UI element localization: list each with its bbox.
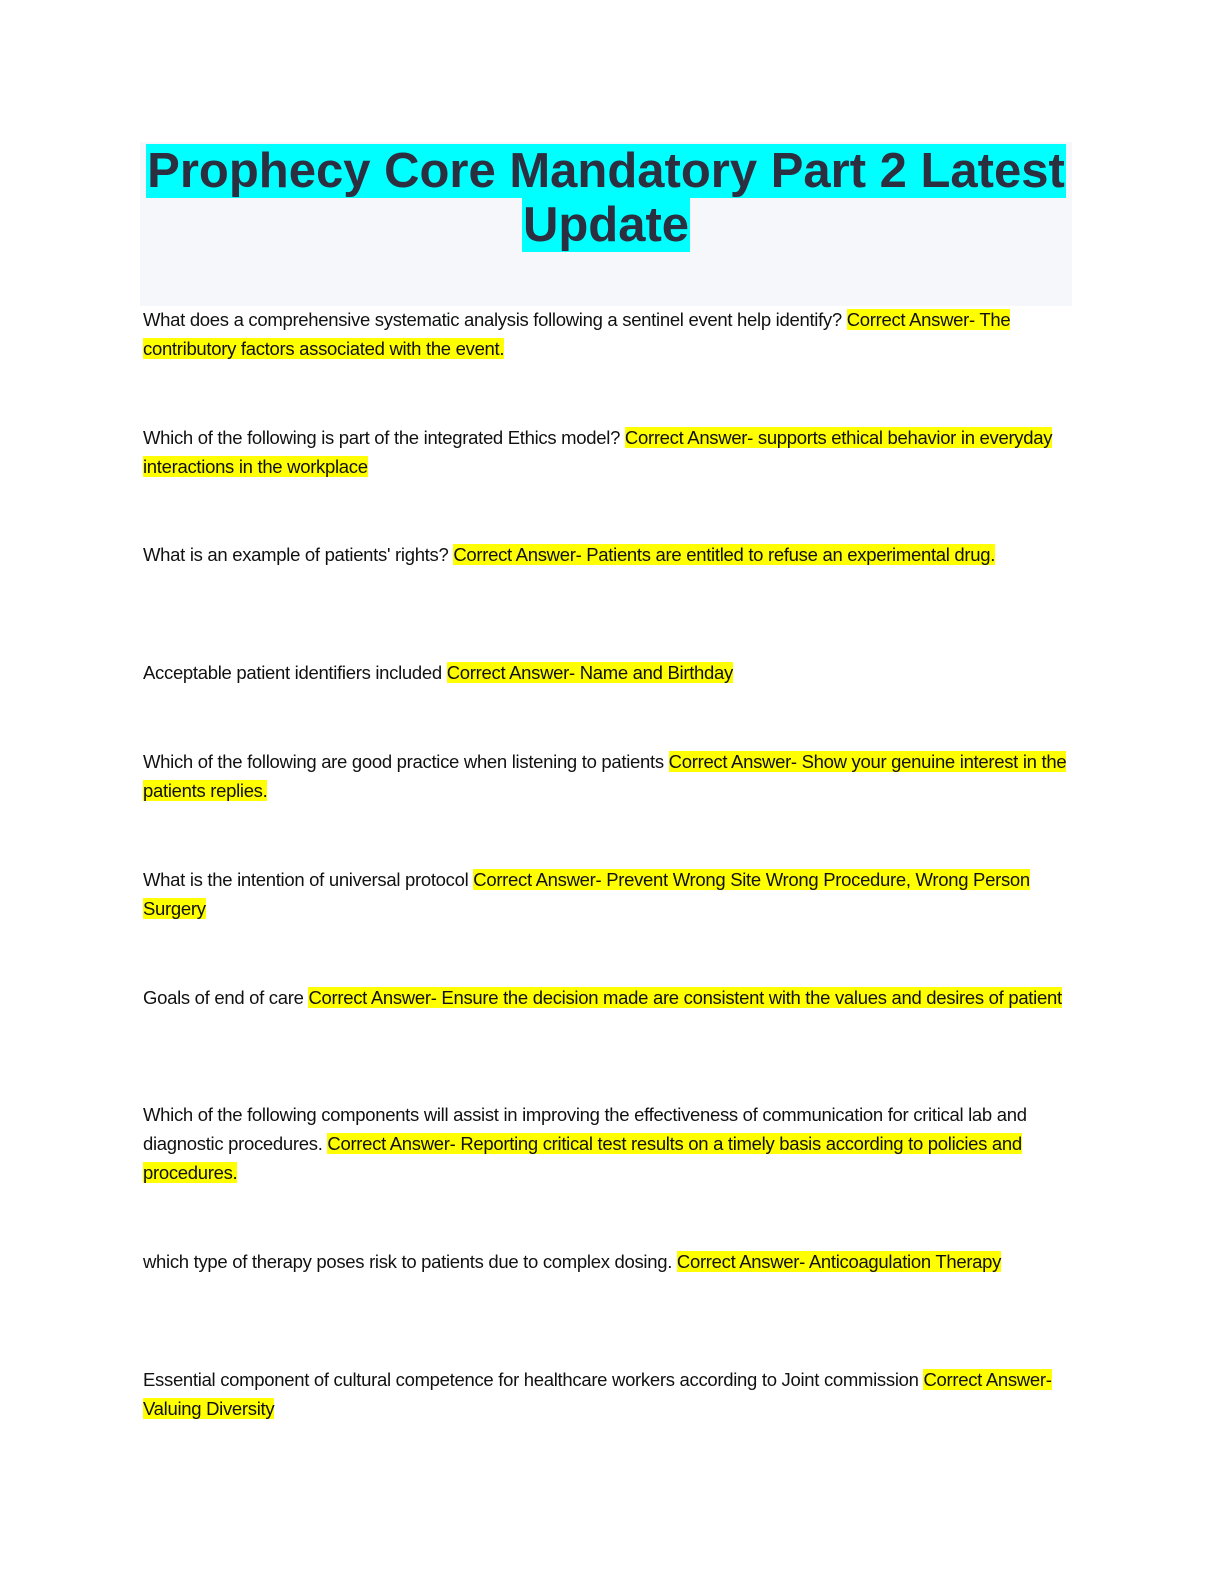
answer-text: Correct Answer- Patients are entitled to…	[453, 544, 996, 565]
qa-item-4: Acceptable patient identifiers included …	[143, 658, 1073, 687]
question-text: Which of the following are good practice…	[143, 751, 669, 772]
question-text: which type of therapy poses risk to pati…	[143, 1251, 677, 1272]
title-highlight: Prophecy Core Mandatory Part 2 Latest Up…	[146, 144, 1066, 252]
question-text: Which of the following is part of the in…	[143, 427, 625, 448]
qa-item-9: which type of therapy poses risk to pati…	[143, 1247, 1073, 1276]
question-text: What is an example of patients' rights?	[143, 544, 454, 565]
answer-text: Correct Answer- Ensure the decision made…	[308, 987, 1062, 1008]
qa-item-5: Which of the following are good practice…	[143, 747, 1073, 805]
qa-item-10: Essential component of cultural competen…	[143, 1365, 1073, 1423]
qa-item-6: What is the intention of universal proto…	[143, 865, 1073, 923]
question-text: Which of the following components will a…	[143, 1104, 1027, 1154]
question-text: What does a comprehensive systematic ana…	[143, 309, 847, 330]
answer-text: Correct Answer- Name and Birthday	[446, 662, 733, 683]
question-text: Goals of end of care	[143, 987, 309, 1008]
qa-item-7: Goals of end of care Correct Answer- Ens…	[143, 983, 1073, 1012]
question-text: Acceptable patient identifiers included	[143, 662, 447, 683]
qa-item-1: What does a comprehensive systematic ana…	[143, 305, 1073, 363]
question-text: Essential component of cultural competen…	[143, 1369, 924, 1390]
page-title: Prophecy Core Mandatory Part 2 Latest Up…	[140, 142, 1072, 252]
question-text: What is the intention of universal proto…	[143, 869, 474, 890]
qa-item-2: Which of the following is part of the in…	[143, 423, 1073, 481]
title-box: Prophecy Core Mandatory Part 2 Latest Up…	[140, 142, 1072, 306]
answer-text: Correct Answer- Anticoagulation Therapy	[676, 1251, 1002, 1272]
qa-item-8: Which of the following components will a…	[143, 1100, 1073, 1187]
qa-item-3: What is an example of patients' rights? …	[143, 540, 1073, 569]
